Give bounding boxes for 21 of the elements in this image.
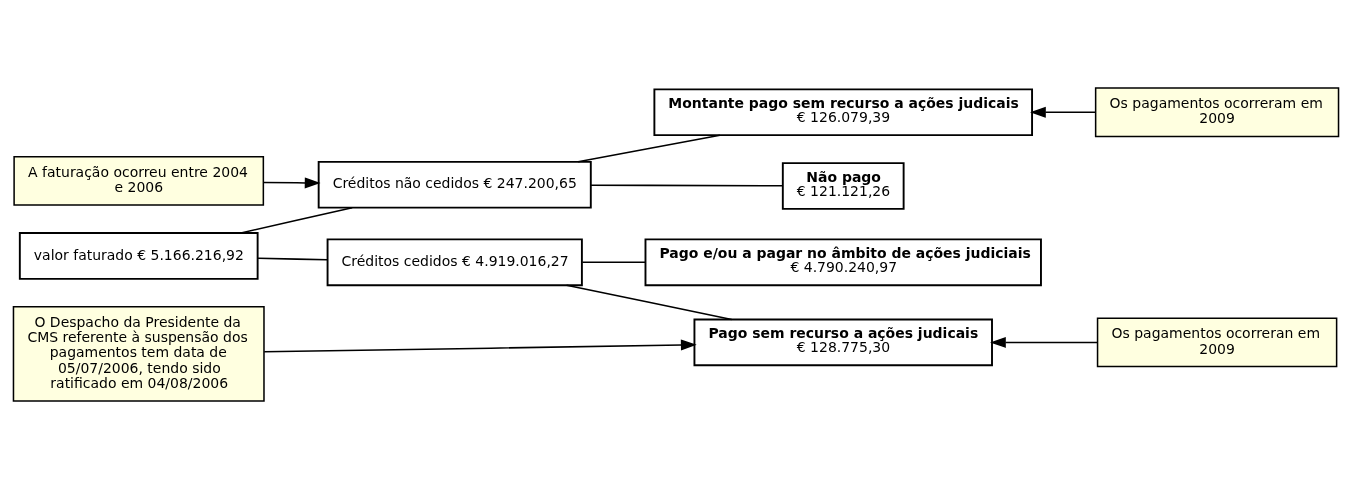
node-box: Os pagamentos ocorreram em 2009 [1094,86,1340,137]
node-box: Os pagamentos ocorreran em 2009 [1096,317,1338,367]
connector [240,206,353,234]
arrow [263,339,697,353]
node-box: A faturação ocorreu entre 2004 e 2006 [13,155,265,206]
node-box: Créditos cedidos € 4.919.016,27 [326,237,583,286]
node-box: Montante pago sem recurso a ações judicais € 126.079,39 [653,87,1033,136]
arrow [990,336,1098,348]
arrow [1030,106,1097,118]
node-box: Créditos não cedidos € 247.200,65 [317,160,592,209]
node-box: valor faturado € 5.166.216,92 [18,231,259,280]
node-box: Não pago € 121.121,26 [781,161,905,210]
node-box: O Despacho da Presidente da CMS referente à suspensão dos pagamentos tem data de 05/07/2006, tendo sido ratificado em 04/08/2006 [12,305,265,402]
connector [565,284,733,320]
arrow [262,176,321,188]
connector [590,183,784,187]
node-box: Pago e/ou a pagar no âmbito de ações judiciais € 4.790.240,97 [644,237,1042,286]
connector [577,133,721,163]
connector [257,257,328,260]
connector [581,261,647,263]
node-box: Pago sem recurso a ações judicais € 128.775,30 [693,318,993,366]
